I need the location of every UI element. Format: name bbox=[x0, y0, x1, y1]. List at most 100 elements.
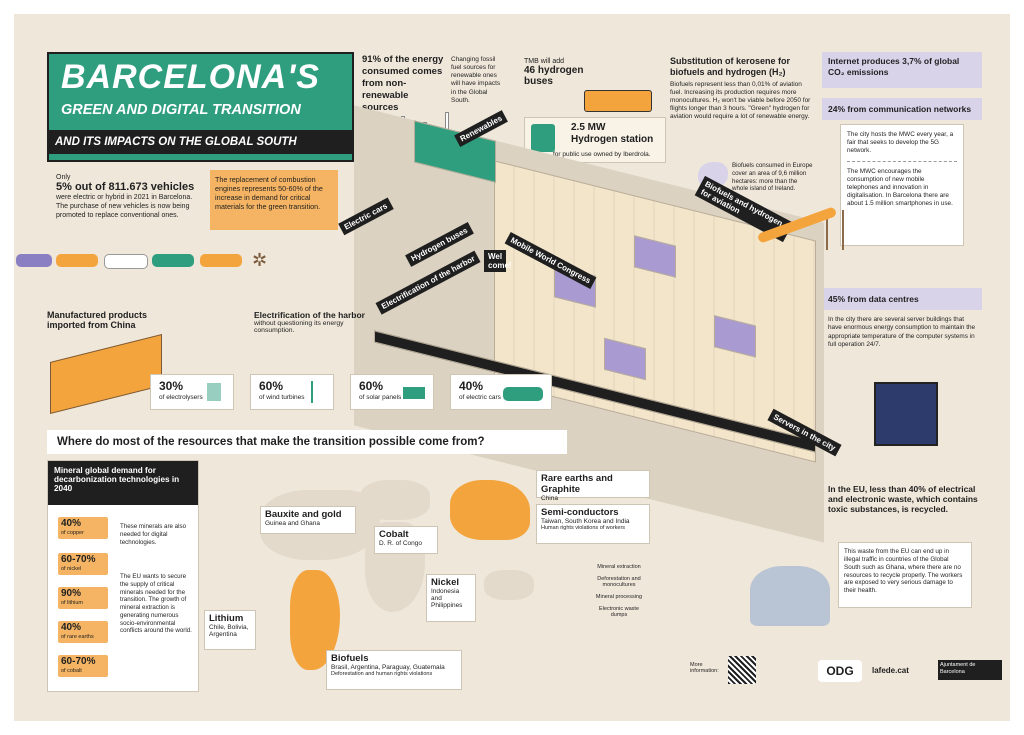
world-map bbox=[200, 460, 660, 690]
legend-item-deforestation: Deforestation and monocultures bbox=[597, 576, 641, 588]
mineral-bar: 40%of rare earths bbox=[58, 621, 108, 643]
asia bbox=[450, 480, 530, 540]
region-note: Human rights violations of workers bbox=[541, 525, 626, 531]
share-value: 60% bbox=[359, 379, 384, 393]
internet-head: Internet produces 3,7% of global CO₂ emi… bbox=[828, 56, 960, 77]
gear-icon: ✲ bbox=[252, 250, 268, 270]
share-card: 30% of electrolysers bbox=[150, 374, 234, 410]
hydrogen-station-mw: 2.5 MW bbox=[571, 122, 606, 133]
share-value: 30% bbox=[159, 379, 184, 393]
region-title: Bauxite and gold bbox=[265, 509, 342, 520]
energy-block: 91% of the energy consumed comes from no… bbox=[358, 50, 496, 113]
europe bbox=[360, 480, 430, 520]
region-title: Rare earths and Graphite bbox=[541, 473, 613, 495]
mineral-value: 40% bbox=[61, 518, 82, 529]
vehicles-block: Only 5% out of 811.673 vehicles were ele… bbox=[56, 174, 206, 220]
australia bbox=[484, 570, 534, 600]
kerosene-block: Substitution of kerosene for biofuels an… bbox=[666, 52, 816, 132]
region-title: Lithium bbox=[209, 613, 244, 624]
region-nickel: Nickel Indonesia and Philippines bbox=[426, 574, 476, 622]
mineral-name: of cobalt bbox=[61, 668, 82, 674]
share-value: 60% bbox=[259, 379, 284, 393]
comm-networks-text-1: The city hosts the MWC every year, a fai… bbox=[847, 131, 954, 154]
region-sub: Taiwan, South Korea and India bbox=[541, 518, 630, 525]
car-icon bbox=[56, 254, 98, 267]
mineral-name: of lithium bbox=[61, 600, 84, 606]
share-label: of solar panels bbox=[359, 394, 402, 401]
electrolyser-icon bbox=[207, 383, 221, 401]
ewaste-head: In the EU, less than 40% of electrical a… bbox=[828, 484, 978, 515]
mineral-value: 40% bbox=[61, 622, 82, 633]
vehicles-lead: Only bbox=[56, 174, 71, 181]
mineral-bar: 60-70%of cobalt bbox=[58, 655, 108, 677]
cargo-ship-icon bbox=[50, 334, 162, 414]
region-lithium: Lithium Chile, Bolivia, Argentina bbox=[204, 610, 256, 650]
legend-item-processing: Mineral processing bbox=[595, 594, 643, 600]
data-centres-head: 45% from data centres bbox=[822, 288, 982, 310]
title-line-2: GREEN AND DIGITAL TRANSITION bbox=[61, 102, 301, 118]
minerals-note-1: These minerals are also needed for digit… bbox=[120, 523, 187, 546]
minerals-note-2: The EU wants to secure the supply of cri… bbox=[120, 573, 192, 635]
mineral-value: 90% bbox=[61, 588, 82, 599]
region-sub: Guinea and Ghana bbox=[265, 520, 320, 527]
mineral-name: of nickel bbox=[61, 566, 82, 572]
minerals-panel: Mineral global demand for decarbonizatio… bbox=[47, 460, 199, 692]
energy-side: Changing fossil fuel sources for renewab… bbox=[451, 56, 501, 104]
kerosene-head: Substitution of kerosene for biofuels an… bbox=[670, 56, 791, 78]
mineral-name: of rare earths bbox=[61, 634, 94, 640]
poster: BARCELONA'S GREEN AND DIGITAL TRANSITION… bbox=[14, 14, 1010, 721]
share-label: of wind turbines bbox=[259, 394, 305, 401]
car-icon bbox=[152, 254, 194, 267]
region-title: Semi-conductors bbox=[541, 507, 619, 518]
more-info-label: More information: bbox=[690, 662, 719, 674]
title-line-1: BARCELONA'S bbox=[61, 58, 320, 96]
kerosene-text: Biofuels represent less than 0,01% of av… bbox=[670, 80, 811, 121]
region-semiconductors: Semi-conductors Taiwan, South Korea and … bbox=[536, 504, 650, 544]
region-biofuels: Biofuels Brasil, Argentina, Paraguay, Gu… bbox=[326, 650, 462, 690]
hydrogen-station-title: Hydrogen station bbox=[571, 134, 654, 145]
tmb-block: TMB will add 46 hydrogen buses bbox=[524, 58, 614, 87]
share-card: 60% of solar panels bbox=[350, 374, 434, 410]
share-card: 40% of electric cars bbox=[450, 374, 552, 410]
minerals-head: Mineral global demand for decarbonizatio… bbox=[48, 461, 198, 505]
tmb-lead: TMB will add bbox=[524, 58, 565, 65]
region-sub: China bbox=[541, 495, 558, 502]
mineral-name: of copper bbox=[61, 530, 84, 536]
ewaste-text: This waste from the EU can end up in ill… bbox=[838, 542, 972, 608]
share-label: of electric cars bbox=[459, 394, 501, 401]
region-sub: D. R. of Congo bbox=[379, 540, 422, 547]
region-title: Cobalt bbox=[379, 529, 409, 540]
title-line-3: AND ITS IMPACTS ON THE GLOBAL SOUTH bbox=[47, 130, 354, 154]
server-panel-icon bbox=[874, 382, 938, 446]
qr-code[interactable] bbox=[728, 656, 756, 684]
question-banner: Where do most of the resources that make… bbox=[47, 430, 567, 454]
vehicles-headline: 5% out of 811.673 vehicles bbox=[56, 181, 195, 193]
comm-networks-text-2: The MWC encourages the consumption of ne… bbox=[847, 168, 953, 207]
hydrogen-station-icon bbox=[531, 124, 555, 152]
ewaste-pile-icon bbox=[750, 566, 830, 626]
harbor-note-text: without questioning its energy consumpti… bbox=[254, 320, 344, 334]
region-cobalt: Cobalt D. R. of Congo bbox=[374, 526, 438, 554]
comm-networks-box: The city hosts the MWC every year, a fai… bbox=[840, 124, 964, 246]
lafede-logo: lafede.cat bbox=[872, 666, 909, 675]
hydrogen-station-owner: for public use owned by Iberdrola. bbox=[553, 151, 651, 158]
data-centres-text: In the city there are several server bui… bbox=[828, 316, 976, 348]
mineral-value: 60-70% bbox=[61, 554, 96, 565]
comm-networks-head: 24% from communication networks bbox=[822, 98, 982, 120]
wind-turbine-icon bbox=[311, 381, 313, 403]
combustion-note: The replacement of combustion engines re… bbox=[210, 170, 338, 230]
ajuntament-logo: Ajuntament de Barcelona bbox=[938, 660, 1002, 680]
legend-item-extraction: Mineral extraction bbox=[597, 564, 641, 570]
region-note: Deforestation and human rights violation… bbox=[331, 671, 433, 677]
tmb-headline: 46 hydrogen buses bbox=[524, 65, 584, 87]
vehicles-text: were electric or hybrid in 2021 in Barce… bbox=[56, 194, 193, 219]
region-sub: Indonesia and Philippines bbox=[431, 588, 463, 609]
region-title: Nickel bbox=[431, 577, 459, 588]
internet-head-box: Internet produces 3,7% of global CO₂ emi… bbox=[822, 52, 982, 88]
solar-panel-icon bbox=[403, 387, 425, 399]
mineral-bar: 90%of lithium bbox=[58, 587, 108, 609]
map-legend: Mineral extraction Deforestation and mon… bbox=[594, 564, 644, 618]
share-label: of electrolysers bbox=[159, 394, 203, 401]
car-icon bbox=[104, 254, 148, 269]
car-icon bbox=[16, 254, 52, 267]
